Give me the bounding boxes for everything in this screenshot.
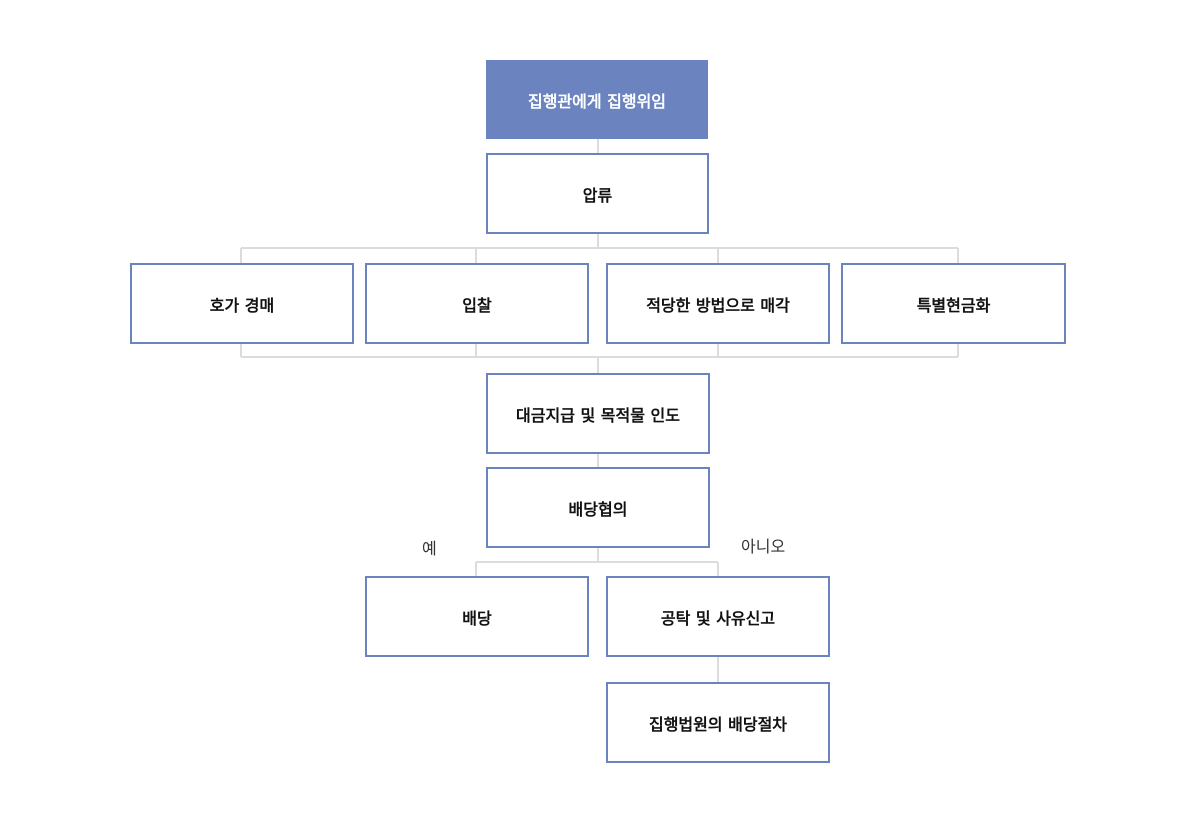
node-label: 압류 [582,185,613,205]
node-label: 대금지급 및 목적물 인도 [516,405,680,425]
node-execution-delegation: 집행관에게 집행위임 [486,60,708,139]
node-bidding: 입찰 [365,263,589,344]
edge-label-yes: 예 [422,539,437,558]
node-label: 적당한 방법으로 매각 [646,295,790,315]
node-label: 집행관에게 집행위임 [527,91,667,111]
node-label: 배당 [462,608,492,628]
node-label: 특별현금화 [916,295,991,315]
node-label: 집행법원의 배당절차 [648,714,788,734]
node-payment-delivery: 대금지급 및 목적물 인도 [486,373,710,454]
node-label: 입찰 [462,295,492,315]
node-distribution-agreement: 배당협의 [486,467,710,548]
node-label: 호가 경매 [209,295,275,315]
node-appropriate-sale: 적당한 방법으로 매각 [606,263,830,344]
node-court-distribution: 집행법원의 배당절차 [606,682,830,763]
node-distribution: 배당 [365,576,589,657]
node-label: 배당협의 [568,499,628,519]
node-seizure: 압류 [486,153,709,234]
node-auction: 호가 경매 [130,263,354,344]
node-special-cash: 특별현금화 [841,263,1066,344]
node-label: 공탁 및 사유신고 [660,608,776,628]
edge-label-no: 아니오 [741,537,786,556]
node-deposit-report: 공탁 및 사유신고 [606,576,830,657]
